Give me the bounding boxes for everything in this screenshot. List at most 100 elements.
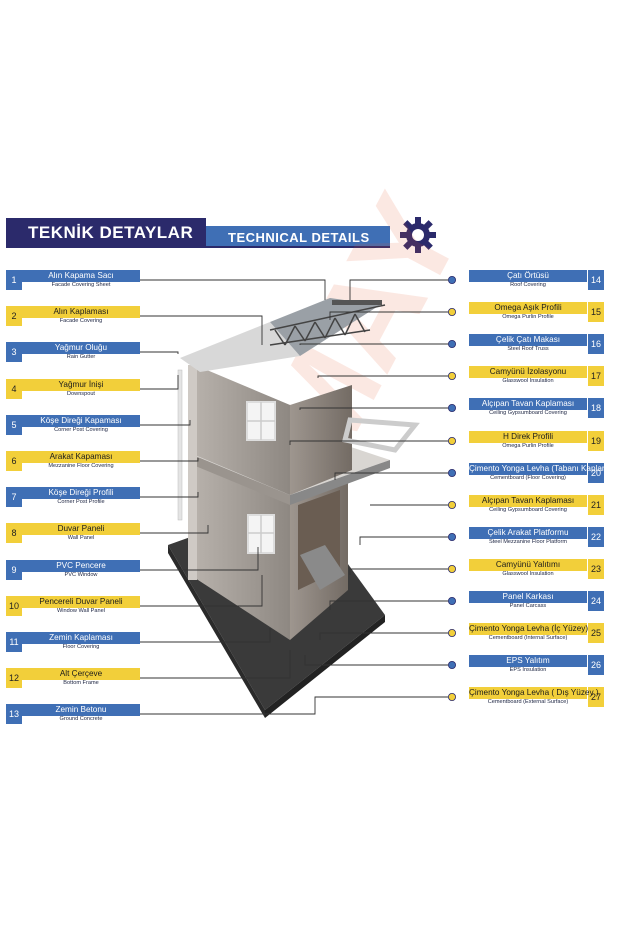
callout-number: 5 — [6, 415, 22, 435]
leader-line-2 — [126, 315, 263, 345]
leader-line-19 — [289, 440, 448, 445]
leader-line-9 — [126, 547, 259, 571]
callout-number: 20 — [588, 463, 604, 483]
callout-label-tr: EPS Yalıtım — [469, 655, 587, 667]
callout-label-en: Corner Post Profile — [22, 499, 140, 506]
callout-dot-20 — [447, 468, 456, 477]
callout-dot-18 — [447, 403, 456, 412]
callout-label-en: Cementboard (External Surface) — [469, 699, 587, 706]
leader-line-12 — [126, 650, 291, 679]
callout-dot-26 — [447, 661, 456, 670]
callout-number: 4 — [6, 379, 22, 399]
callout-dot-17 — [447, 371, 456, 380]
callout-label-tr: Alçıpan Tavan Kaplaması — [469, 495, 587, 507]
callout-label-en: Steel Mezzanine Floor Platform — [469, 539, 587, 546]
upper-front-wall — [195, 365, 290, 495]
leader-line-16 — [299, 343, 448, 345]
callout-number: 23 — [588, 559, 604, 579]
callout-label-tr: Çatı Örtüsü — [469, 270, 587, 282]
callout-number: 12 — [6, 668, 22, 688]
callout-label-en: Floor Covering — [22, 644, 140, 651]
callout-number: 11 — [6, 632, 22, 652]
leader-line-11 — [126, 628, 271, 643]
callout-text: Çimento Yonga Levha (Tabanı Kaplaması)Ce… — [469, 463, 604, 483]
callout-label-tr: Çimento Yonga Levha (İç Yüzey) — [469, 623, 589, 635]
callout-label-tr: Çimento Yonga Levha ( Dış Yüzey ) — [469, 687, 599, 699]
callout-label-tr: Alçıpan Tavan Kaplaması — [469, 398, 587, 410]
leader-line-25 — [319, 632, 448, 640]
callout-label-tr: Çelik Arakat Platformu — [469, 527, 587, 539]
callout-label-tr: H Direk Profili — [469, 431, 587, 443]
callout-label-tr: Zemin Betonu — [22, 704, 140, 716]
leader-line-6 — [126, 458, 199, 462]
callout-label-tr: Pencereli Duvar Paneli — [22, 596, 140, 608]
leader-line-8 — [126, 525, 209, 534]
leader-line-26 — [304, 655, 448, 666]
leader-line-14 — [349, 279, 448, 300]
callout-label-en: Cementboard (Floor Covering) — [469, 475, 587, 482]
callout-label-tr: Arakat Kapaması — [22, 451, 140, 463]
callout-label-tr: Köşe Direği Profili — [22, 487, 140, 499]
callout-number: 6 — [6, 451, 22, 471]
callout-label-tr: Yağmur Oluğu — [22, 342, 140, 354]
callout-dot-14 — [447, 275, 456, 284]
callout-label-en: PVC Window — [22, 572, 140, 579]
callout-number: 1 — [6, 270, 22, 290]
leader-line-5 — [126, 420, 191, 426]
downspout — [177, 369, 183, 521]
callout-label-en: Glasswool Insulation — [469, 571, 587, 578]
leader-line-4 — [126, 375, 179, 390]
leader-line-3 — [126, 351, 179, 354]
callout-label-en: Panel Carcass — [469, 603, 587, 610]
callout-label-en: Corner Post Covering — [22, 427, 140, 434]
lower-front-wall — [195, 460, 290, 640]
leader-line-13 — [126, 705, 316, 715]
callout-label-en: Omega Purlin Profile — [469, 443, 587, 450]
callout-label-en: Ceiling Gypsumboard Covering — [469, 507, 587, 514]
callout-label-tr: Çimento Yonga Levha (Tabanı Kaplaması) — [469, 463, 604, 475]
callout-label-tr: Yağmur İnişi — [22, 379, 140, 391]
roof-facade — [180, 322, 300, 372]
leader-line-7 — [126, 492, 199, 498]
leader-line-15 — [329, 311, 448, 320]
callout-number: 3 — [6, 342, 22, 362]
callout-dot-27 — [447, 693, 456, 702]
callout-number: 18 — [588, 398, 604, 418]
callout-label-tr: Alın Kaplaması — [22, 306, 140, 318]
callout-dot-15 — [447, 307, 456, 316]
callout-number: 22 — [588, 527, 604, 547]
callout-label-en: Ceiling Gypsumboard Covering — [469, 410, 587, 417]
callout-dot-23 — [447, 565, 456, 574]
callout-label-en: Steel Roof Truss — [469, 346, 587, 353]
title-banner-en: TECHNICAL DETAILS — [206, 226, 390, 248]
callout-number: 2 — [6, 306, 22, 326]
callout-dot-25 — [447, 629, 456, 638]
leader-line-18 — [299, 407, 448, 410]
callout-number: 9 — [6, 560, 22, 580]
callout-number: 26 — [588, 655, 604, 675]
callout-number: 19 — [588, 431, 604, 451]
callout-number: 13 — [6, 704, 22, 724]
